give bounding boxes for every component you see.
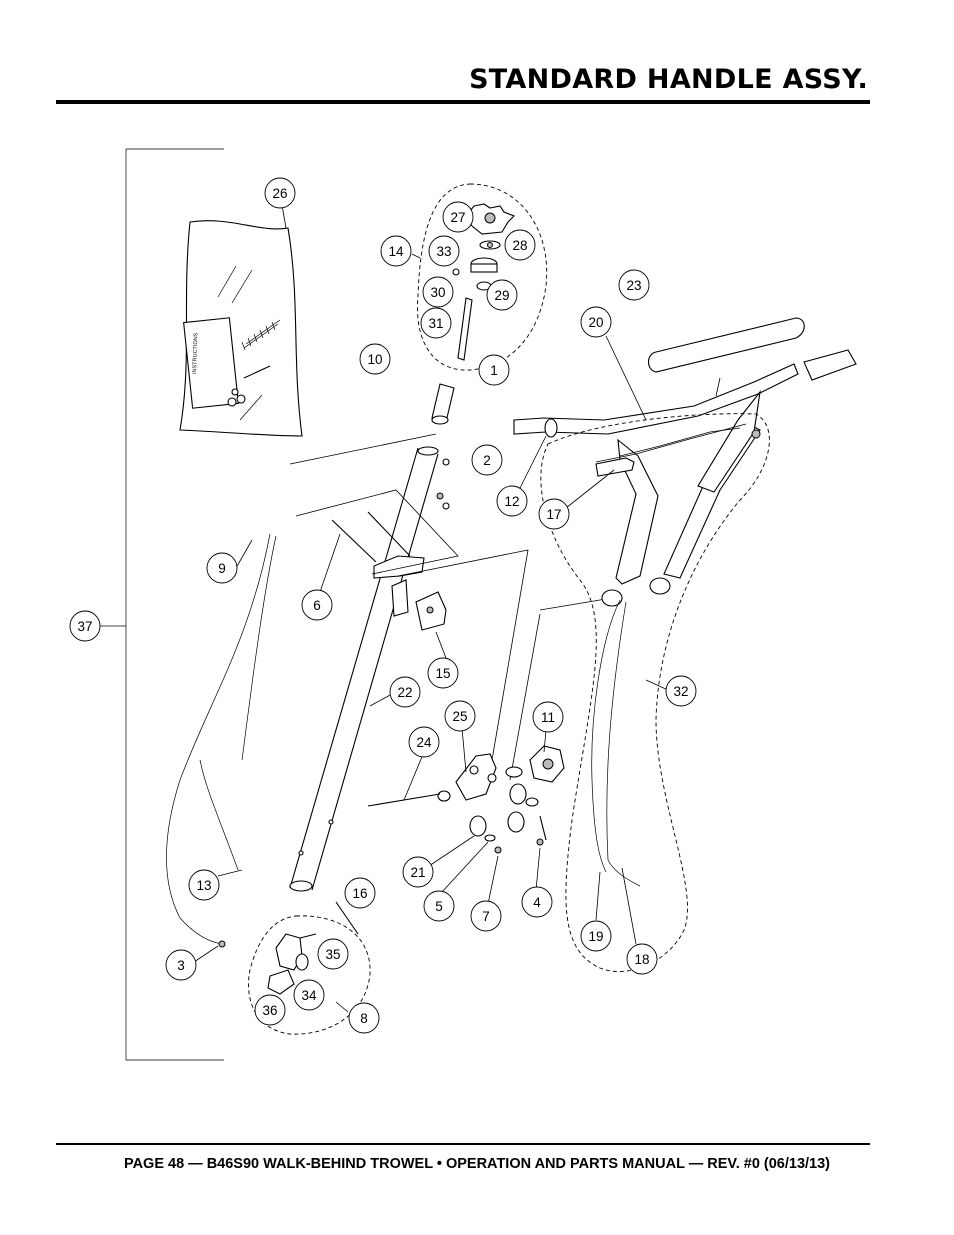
grip-23 (647, 317, 805, 373)
callout-11: 11 (532, 701, 564, 733)
callout-37: 37 (69, 610, 101, 642)
svg-text:4: 4 (533, 895, 541, 910)
callout-23: 23 (618, 269, 650, 301)
svg-text:28: 28 (512, 238, 527, 253)
footer-rule (56, 1143, 870, 1145)
page-title: STANDARD HANDLE ASSY. (469, 64, 868, 95)
bracket-15 (331, 511, 447, 631)
page-footer: PAGE 48 — B46S90 WALK-BEHIND TROWEL • OP… (123, 1156, 831, 1172)
callout-1: 1 (478, 354, 510, 386)
svg-text:23: 23 (626, 278, 641, 293)
part-group-8 (248, 915, 371, 1035)
callout-25: 25 (444, 700, 476, 732)
callout-27: 27 (442, 201, 474, 233)
svg-text:19: 19 (588, 929, 603, 944)
svg-text:12: 12 (504, 494, 519, 509)
svg-text:9: 9 (218, 561, 226, 576)
handle-tube-22 (289, 446, 439, 892)
svg-text:37: 37 (77, 619, 92, 634)
callout-36: 36 (254, 994, 286, 1026)
callout-7: 7 (470, 900, 502, 932)
callout-14: 14 (380, 235, 412, 267)
callout-29: 29 (486, 279, 518, 311)
callout-24: 24 (408, 726, 440, 758)
svg-text:24: 24 (416, 735, 432, 750)
pivot-block-25 (437, 745, 565, 854)
svg-text:17: 17 (546, 507, 561, 522)
callout-19: 19 (580, 920, 612, 952)
throttle-cable-13 (166, 533, 271, 945)
svg-text:15: 15 (435, 666, 450, 681)
svg-text:26: 26 (272, 186, 287, 201)
throttle-knob (452, 203, 515, 361)
clevis-36 (267, 933, 317, 995)
svg-text:18: 18 (634, 952, 649, 967)
callout-16: 16 (344, 877, 376, 909)
svg-text:16: 16 (352, 886, 367, 901)
callout-34: 34 (293, 979, 325, 1011)
assembly-bracket (125, 148, 224, 1061)
svg-text:6: 6 (313, 598, 321, 613)
svg-text:13: 13 (196, 878, 211, 893)
callout-18: 18 (626, 943, 658, 975)
header-rule (56, 100, 870, 104)
svg-text:20: 20 (588, 315, 603, 330)
svg-text:32: 32 (673, 684, 688, 699)
svg-text:3: 3 (177, 958, 185, 973)
part-group-14 (417, 183, 548, 371)
svg-text:31: 31 (428, 316, 443, 331)
svg-text:33: 33 (436, 244, 451, 259)
callout-21: 21 (402, 856, 434, 888)
callout-28: 28 (504, 229, 536, 261)
svg-text:29: 29 (494, 288, 509, 303)
callout-8: 8 (348, 1002, 380, 1034)
callout-9: 9 (206, 552, 238, 584)
handlebar-20 (513, 349, 857, 607)
svg-text:34: 34 (301, 988, 317, 1003)
callout-30: 30 (422, 276, 454, 308)
svg-text:2: 2 (483, 453, 491, 468)
callout-17: 17 (538, 498, 570, 530)
callout-20: 20 (580, 306, 612, 338)
svg-text:14: 14 (388, 244, 404, 259)
svg-text:10: 10 (367, 352, 382, 367)
callout-13: 13 (188, 869, 220, 901)
svg-text:22: 22 (397, 685, 412, 700)
svg-text:1: 1 (490, 363, 498, 378)
callout-10: 10 (359, 343, 391, 375)
svg-text:8: 8 (360, 1011, 368, 1026)
callout-35: 35 (317, 938, 349, 970)
part-group-32 (540, 413, 770, 972)
svg-text:27: 27 (450, 210, 465, 225)
callout-33: 33 (428, 235, 460, 267)
callout-26: 26 (264, 177, 296, 209)
callout-4: 4 (521, 886, 553, 918)
callout-6: 6 (301, 589, 333, 621)
callout-32: 32 (665, 675, 697, 707)
callout-12: 12 (496, 485, 528, 517)
callout-3: 3 (165, 949, 197, 981)
svg-text:21: 21 (410, 865, 425, 880)
svg-text:30: 30 (430, 285, 445, 300)
instruction-packet: INSTRUCTIONS (179, 220, 303, 437)
callout-5: 5 (423, 890, 455, 922)
svg-text:11: 11 (541, 710, 555, 725)
callout-2: 2 (471, 444, 503, 476)
svg-text:36: 36 (262, 1003, 277, 1018)
svg-text:5: 5 (435, 899, 443, 914)
instructions-sheet-label: INSTRUCTIONS (192, 332, 199, 374)
svg-text:25: 25 (452, 709, 467, 724)
callout-15: 15 (427, 657, 459, 689)
callout-22: 22 (389, 676, 421, 708)
callout-31: 31 (420, 307, 452, 339)
svg-text:35: 35 (325, 947, 340, 962)
svg-text:7: 7 (482, 909, 490, 924)
